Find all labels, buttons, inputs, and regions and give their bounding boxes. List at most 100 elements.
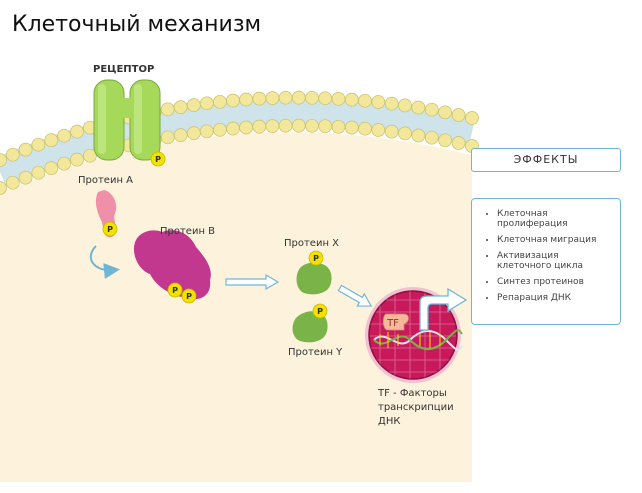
tf-caption-line-1: TF - Факторы — [377, 388, 447, 399]
membrane-bead — [265, 119, 280, 133]
membrane-bead — [252, 119, 267, 134]
protein-a-label: Протеин А — [78, 175, 133, 186]
membrane-bead — [451, 136, 466, 150]
membrane-bead — [199, 124, 214, 139]
phosphate-protein-a: P — [102, 221, 118, 237]
membrane-bead — [173, 128, 188, 142]
tf-caption: TF - Факторы транскрипции ДНК — [377, 388, 457, 427]
effect-item-migration: Клеточная миграция — [497, 235, 614, 245]
membrane-bead — [57, 156, 71, 171]
membrane-bead — [344, 120, 359, 135]
membrane-bead — [57, 128, 71, 143]
membrane-bead — [278, 90, 293, 105]
membrane-bead — [18, 170, 33, 185]
membrane-bead — [0, 153, 7, 167]
membrane-bead — [31, 137, 46, 152]
effects-header: ЭФФЕКТЫ — [471, 148, 621, 172]
membrane-bead — [358, 121, 372, 136]
membrane-bead — [318, 91, 333, 106]
phosphate-label: P — [107, 225, 113, 234]
arrow-b-to-xy — [225, 273, 280, 291]
protein-b — [133, 230, 211, 300]
effect-item-proliferation: Клеточная пролиферация — [497, 209, 614, 229]
phosphate-receptor: P — [150, 151, 166, 167]
membrane-bead — [384, 124, 399, 139]
membrane-bead — [265, 91, 280, 105]
protein-x-label: Протеин X — [284, 238, 339, 249]
receptor-label: РЕЦЕПТОР — [93, 64, 154, 75]
membrane-bead — [186, 98, 201, 112]
membrane-bead — [411, 100, 426, 115]
membrane-bead — [424, 102, 439, 117]
cytoplasm — [0, 132, 472, 482]
membrane-bead — [160, 130, 175, 145]
membrane-bead — [451, 108, 466, 122]
membrane-bead — [398, 126, 412, 141]
membrane-bead — [305, 90, 319, 105]
receptor — [93, 79, 161, 161]
membrane-bead — [31, 165, 46, 180]
membrane-bead — [226, 121, 240, 136]
membrane-bead — [226, 93, 240, 108]
phosphate-label: P — [313, 254, 319, 263]
arrow-x-to-nucleus — [337, 284, 373, 307]
nucleus-output-arrow — [419, 287, 468, 331]
membrane-bead — [371, 95, 386, 109]
membrane-bead — [384, 96, 399, 111]
membrane-bead — [70, 152, 84, 167]
membrane-bead — [318, 119, 333, 134]
effect-line: Клеточная — [497, 209, 548, 219]
membrane-lipid-tails — [0, 95, 476, 186]
effect-line: клеточного цикла — [497, 261, 583, 271]
phosphate-label: P — [317, 307, 323, 316]
effect-item-protein-synthesis: Синтез протеинов — [497, 277, 614, 287]
tf-caption-line-2: транскрипции — [378, 402, 454, 413]
phosphate-label: P — [172, 286, 178, 295]
membrane-bead — [465, 111, 479, 125]
membrane-bead — [173, 100, 188, 114]
effect-line: Клеточная миграция — [497, 235, 597, 245]
membrane-bead — [358, 93, 372, 108]
membrane-bead — [44, 161, 59, 175]
phosphate-protein-y: P — [312, 303, 328, 319]
nucleus: TF — [365, 287, 463, 383]
membrane-bead — [199, 96, 214, 111]
membrane-bead — [213, 122, 227, 137]
effect-item-dna-repair: Репарация ДНК — [497, 293, 614, 303]
membrane-bead — [160, 102, 175, 117]
membrane-bead — [411, 128, 426, 143]
membrane-bead — [44, 133, 59, 147]
membrane-bead — [213, 94, 227, 109]
effect-line: пролиферация — [497, 219, 568, 229]
membrane-bead — [344, 92, 359, 107]
membrane-bead — [438, 133, 452, 148]
effect-item-cell-cycle: Активизация клеточного цикла — [497, 251, 614, 271]
membrane-bead — [424, 130, 439, 145]
membrane-bead — [305, 118, 319, 133]
membrane-bead — [0, 181, 7, 195]
membrane-bead — [186, 126, 201, 140]
phosphate-protein-x: P — [308, 250, 324, 266]
membrane-bead — [18, 142, 33, 157]
membrane-bead — [291, 90, 306, 105]
phosphate-protein-b-1: P — [167, 282, 183, 298]
effect-line: Синтез протеинов — [497, 277, 584, 287]
effect-line: Активизация — [497, 251, 559, 261]
tf-caption-line-3: ДНК — [378, 416, 400, 427]
membrane-bead — [83, 148, 97, 163]
protein-x — [296, 262, 332, 295]
tf-badge-label: TF — [386, 318, 399, 329]
phosphate-label: P — [186, 292, 192, 301]
phosphate-protein-b-2: P — [181, 288, 197, 304]
phosphate-label: P — [155, 155, 161, 164]
membrane-bead — [371, 123, 386, 137]
membrane-bead — [239, 120, 253, 135]
membrane-bead — [239, 92, 253, 107]
membrane-bead — [331, 91, 346, 106]
page-title: Клеточный механизм — [12, 12, 262, 37]
protein-y — [292, 311, 328, 343]
effects-list-box: Клеточная пролиферация Клеточная миграци… — [471, 198, 621, 325]
protein-y-label: Протеин Y — [288, 347, 343, 358]
membrane-bead — [252, 91, 267, 106]
